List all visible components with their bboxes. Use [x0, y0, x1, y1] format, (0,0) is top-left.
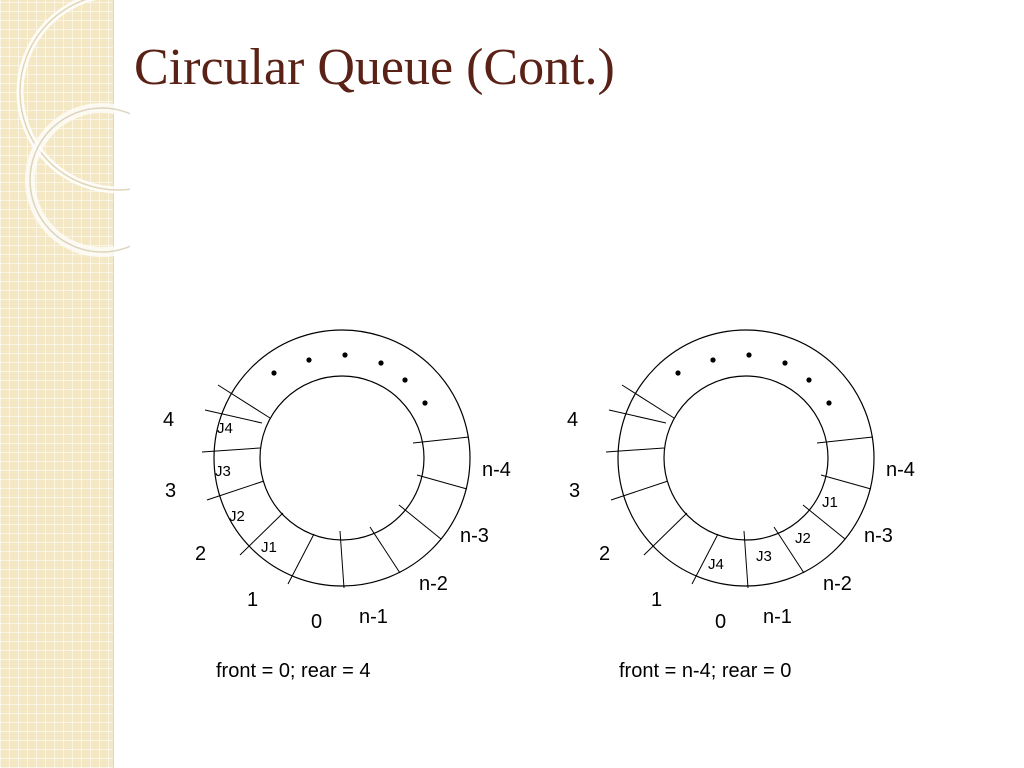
- cell-label-j1: J1: [822, 494, 838, 511]
- inner-ring: [259, 375, 425, 541]
- index-label-3: 3: [165, 480, 176, 502]
- caption-left: front = 0; rear = 4: [216, 660, 371, 682]
- index-label-n-4: n-4: [886, 459, 915, 481]
- index-label-1: 1: [651, 589, 662, 611]
- index-label-3: 3: [569, 480, 580, 502]
- index-label-n-1: n-1: [359, 606, 388, 628]
- cell-label-j2: J2: [795, 530, 811, 547]
- outer-ring: [213, 329, 471, 587]
- index-label-1: 1: [247, 589, 258, 611]
- outer-ring: [617, 329, 875, 587]
- index-label-n-3: n-3: [460, 525, 489, 547]
- index-label-2: 2: [195, 543, 206, 565]
- cell-label-j4: J4: [217, 420, 233, 437]
- index-label-2: 2: [599, 543, 610, 565]
- cell-label-j3: J3: [756, 548, 772, 565]
- circular-queue-left: J4 J3 J2 J1 4 3 2 1 0 n-1 n-2 n-3 n-4 fr…: [163, 329, 511, 682]
- cell-label-j2: J2: [229, 508, 245, 525]
- inner-ring: [663, 375, 829, 541]
- index-label-4: 4: [567, 409, 578, 431]
- cell-dividers: [605, 384, 874, 589]
- ellipsis-dots: [271, 352, 428, 406]
- circular-queue-right: J1 J2 J3 J4 4 3 2 1 0 n-1 n-2 n-3 n-4 fr…: [567, 329, 915, 682]
- cell-label-j1: J1: [261, 539, 277, 556]
- index-label-n-4: n-4: [482, 459, 511, 481]
- decorative-rings: [16, 0, 130, 257]
- index-label-0: 0: [311, 611, 322, 633]
- index-label-4: 4: [163, 409, 174, 431]
- cell-dividers: [201, 384, 470, 589]
- cell-label-j4: J4: [708, 556, 724, 573]
- index-label-0: 0: [715, 611, 726, 633]
- index-label-n-1: n-1: [763, 606, 792, 628]
- index-label-n-2: n-2: [823, 573, 852, 595]
- page-title: Circular Queue (Cont.): [134, 39, 615, 96]
- ellipsis-dots: [675, 352, 832, 406]
- index-label-n-2: n-2: [419, 573, 448, 595]
- index-label-n-3: n-3: [864, 525, 893, 547]
- caption-right: front = n-4; rear = 0: [619, 660, 791, 682]
- cell-label-j3: J3: [215, 463, 231, 480]
